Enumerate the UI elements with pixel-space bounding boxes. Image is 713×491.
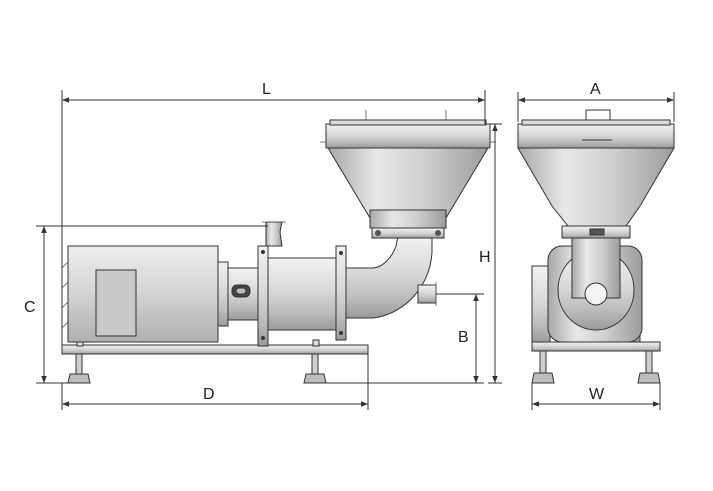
side-view bbox=[61, 110, 496, 384]
hopper bbox=[320, 110, 496, 229]
dimension-lines bbox=[36, 90, 675, 410]
dimension-labels: L A H C B D W bbox=[24, 81, 605, 403]
motor bbox=[61, 245, 229, 343]
label-W: W bbox=[589, 386, 605, 403]
front-view bbox=[517, 109, 675, 384]
top-nozzle bbox=[265, 221, 283, 247]
label-B: B bbox=[458, 329, 469, 346]
pump-casing bbox=[267, 245, 347, 341]
base-frame bbox=[61, 344, 369, 355]
label-L: L bbox=[262, 81, 271, 98]
machine-feet bbox=[67, 339, 327, 384]
elbow-pipe bbox=[345, 235, 433, 319]
label-C: C bbox=[24, 299, 36, 316]
label-A: A bbox=[590, 81, 601, 98]
hopper-clamp bbox=[371, 227, 445, 239]
label-H: H bbox=[479, 249, 491, 266]
coupling-housing bbox=[227, 245, 269, 347]
label-D: D bbox=[203, 386, 215, 403]
outlet-stub bbox=[417, 284, 437, 304]
